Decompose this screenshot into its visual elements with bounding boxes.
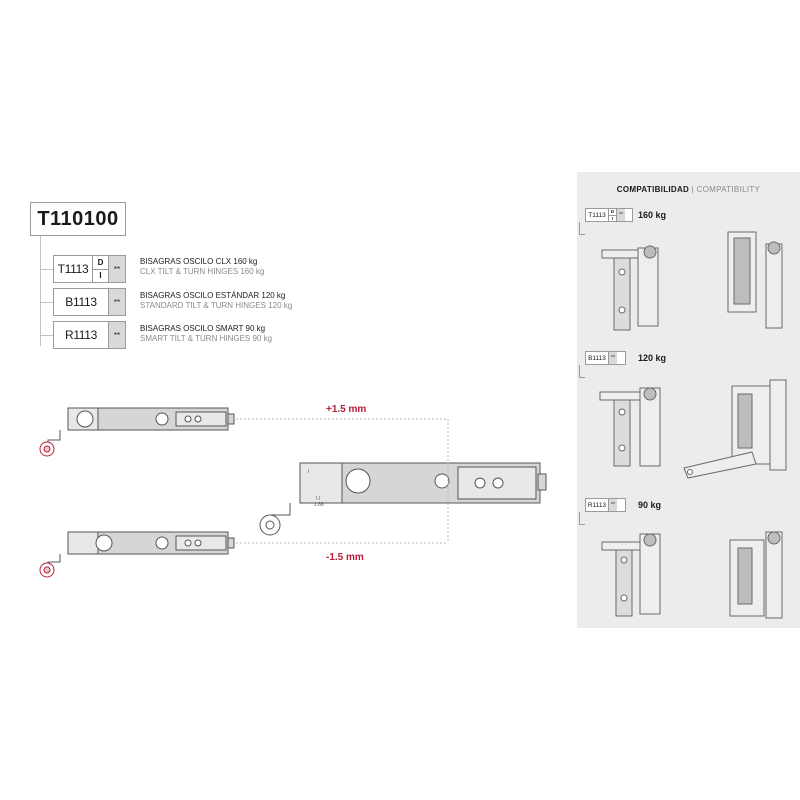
description-en: SMART TILT & TURN HINGES 90 kg [140,334,273,343]
compatibility-title-en: COMPATIBILITY [696,185,761,194]
reference-code: B1113 [65,295,97,309]
compat-connector [579,524,585,525]
compat-connector [579,234,585,235]
tick-label: I.I [316,496,320,502]
compat-ref-r1113: R1113 ** [585,498,626,512]
hinge-bottom-position [39,531,235,578]
hinge-enlarged [259,462,547,536]
compat-ref-b1113: B1113 ** [585,351,626,365]
tick-label: 1.66 [314,502,324,508]
reference-code: T1113 [57,262,89,276]
product-code: T110100 [30,202,126,236]
description-en: STANDARD TILT & TURN HINGES 120 kg [140,301,293,310]
compat-code: R1113 [587,501,607,509]
hinge-t1113-back [727,231,783,329]
reference-stars: ** [108,322,125,348]
compat-connector [579,365,580,377]
dimension-guides [236,418,449,544]
tree-branch [40,335,54,336]
handing-d: D [609,209,616,216]
hinge-r1113-front [601,533,661,617]
compat-weight: 90 kg [638,500,662,510]
reference-description: BISAGRAS OSCILO ESTÁNDAR 120 kg STANDARD… [140,291,292,311]
handing-i: I [611,215,614,221]
reference-stars: ** [108,256,125,282]
compat-weight: 160 kg [638,210,667,220]
compatibility-title-es: COMPATIBILIDAD [616,185,690,194]
compatibility-title: COMPATIBILIDAD | COMPATIBILITY [577,185,800,194]
compat-stars: ** [608,499,617,511]
compat-ref-t1113: T1113 D I ** [585,208,633,222]
compat-stars: ** [608,352,617,364]
adjustment-plus: +1.5 mm [326,404,367,415]
tree-branch [40,269,54,270]
tree-branch [40,302,54,303]
compat-handing: D I [608,209,616,221]
hinge-t1113-front [601,245,659,331]
reference-code: R1113 [64,328,98,342]
hinge-b1113-front [599,387,661,467]
compat-code: B1113 [588,354,606,362]
hinge-top-position [39,407,235,457]
handing-i: I [99,271,102,281]
compat-weight: 120 kg [638,353,667,363]
handing-selector: D I [92,256,108,282]
reference-description: BISAGRAS OSCILO SMART 90 kg SMART TILT &… [140,324,272,344]
tree-connector [40,236,41,346]
description-en: CLX TILT & TURN HINGES 160 kg [140,267,265,276]
adjustment-minus: -1.5 mm [326,552,364,563]
compat-connector [579,377,585,378]
reference-description: BISAGRAS OSCILO CLX 160 kg CLX TILT & TU… [140,257,264,277]
hinge-b1113-back [683,379,787,479]
description-es: BISAGRAS OSCILO SMART 90 kg [140,324,266,333]
tick-label: I [308,469,309,475]
reference-row-r1113: R1113 ** [53,321,126,349]
compat-connector [579,512,580,524]
handing-d: D [93,256,108,270]
title-separator: | [689,185,697,194]
reference-row-b1113: B1113 ** [53,288,126,316]
reference-row-t1113: T1113 D I ** [53,255,126,283]
compat-stars: ** [616,209,625,221]
hinge-r1113-back [729,531,783,619]
compat-code: T1113 [588,211,606,219]
description-es: BISAGRAS OSCILO CLX 160 kg [140,257,258,266]
reference-stars: ** [108,289,125,315]
description-es: BISAGRAS OSCILO ESTÁNDAR 120 kg [140,291,286,300]
compat-connector [579,222,580,234]
